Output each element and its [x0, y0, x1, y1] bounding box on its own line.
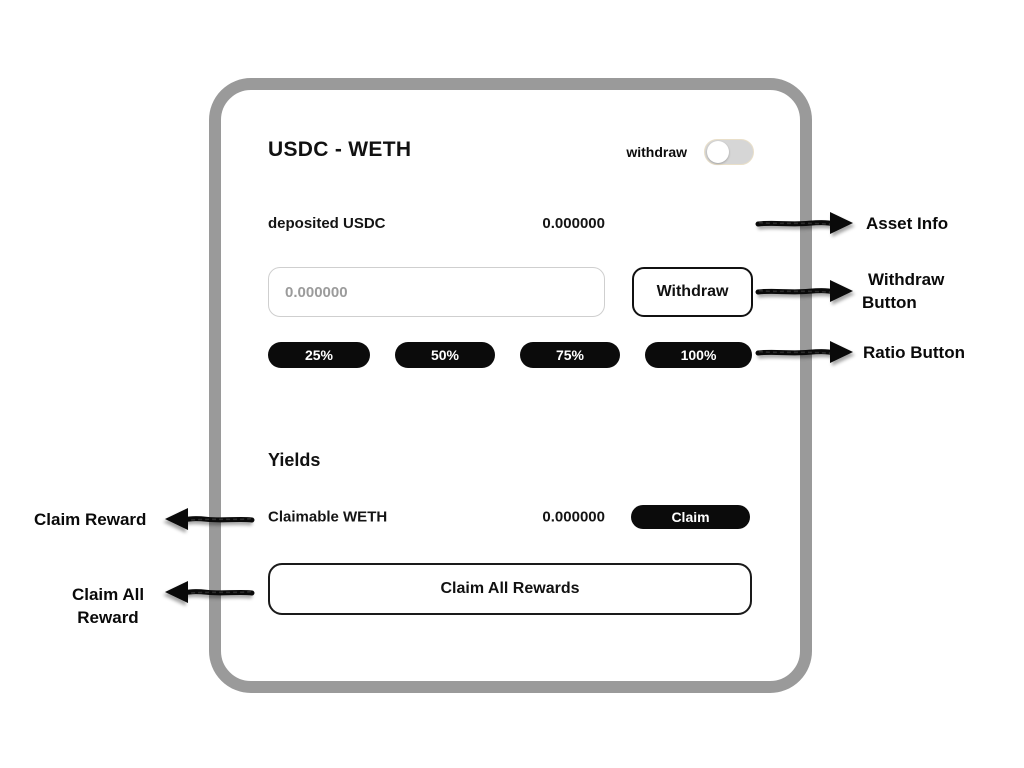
- ratio-button-25[interactable]: 25%: [268, 342, 370, 368]
- annotation-asset-info: Asset Info: [866, 214, 949, 233]
- claim-all-rewards-button[interactable]: Claim All Rewards: [268, 563, 752, 615]
- ratio-button-100[interactable]: 100%: [645, 342, 752, 368]
- claimable-row: Claimable WETH 0.000000 Claim: [268, 505, 752, 529]
- withdraw-toggle-group: withdraw: [626, 139, 754, 165]
- yields-heading: Yields: [268, 450, 321, 470]
- claim-button[interactable]: Claim: [631, 505, 750, 529]
- annotation-claim-reward: Claim Reward: [34, 510, 147, 529]
- arrow-right-icon: [755, 212, 853, 234]
- deposited-value: 0.000000: [542, 215, 605, 232]
- withdraw-button[interactable]: Withdraw: [632, 267, 753, 317]
- annotation-ratio-button: Ratio Button: [863, 343, 965, 362]
- arrow-left-icon: [165, 581, 255, 603]
- arrow-left-icon: [165, 508, 255, 530]
- annotation-claim-all-line1: Claim All: [71, 585, 145, 604]
- ratio-buttons-row: 25% 50% 75% 100%: [268, 342, 752, 368]
- toggle-knob-icon: [707, 141, 729, 163]
- ratio-button-75[interactable]: 75%: [520, 342, 620, 368]
- arrow-right-icon: [755, 280, 853, 302]
- annotation-withdraw-button-line2: Button: [862, 293, 917, 312]
- pair-title: USDC - WETH: [268, 138, 412, 161]
- withdraw-toggle-label: withdraw: [626, 144, 687, 160]
- deposited-label: deposited USDC: [268, 215, 386, 232]
- claimable-value: 0.000000: [542, 508, 605, 526]
- ratio-button-50[interactable]: 50%: [395, 342, 495, 368]
- arrow-right-icon: [755, 341, 853, 363]
- annotation-withdraw-button: Withdraw Button: [862, 268, 944, 314]
- annotation-claim-all-reward: Claim All Reward: [58, 583, 158, 629]
- deposited-row: deposited USDC 0.000000: [268, 215, 605, 232]
- withdraw-toggle[interactable]: [704, 139, 754, 165]
- claimable-label: Claimable WETH: [268, 508, 388, 526]
- withdraw-amount-input[interactable]: [268, 267, 605, 317]
- annotation-claim-all-line2: Reward: [77, 608, 139, 627]
- withdraw-card: USDC - WETH withdraw deposited USDC 0.00…: [209, 78, 812, 693]
- annotation-withdraw-button-line1: Withdraw: [868, 270, 945, 289]
